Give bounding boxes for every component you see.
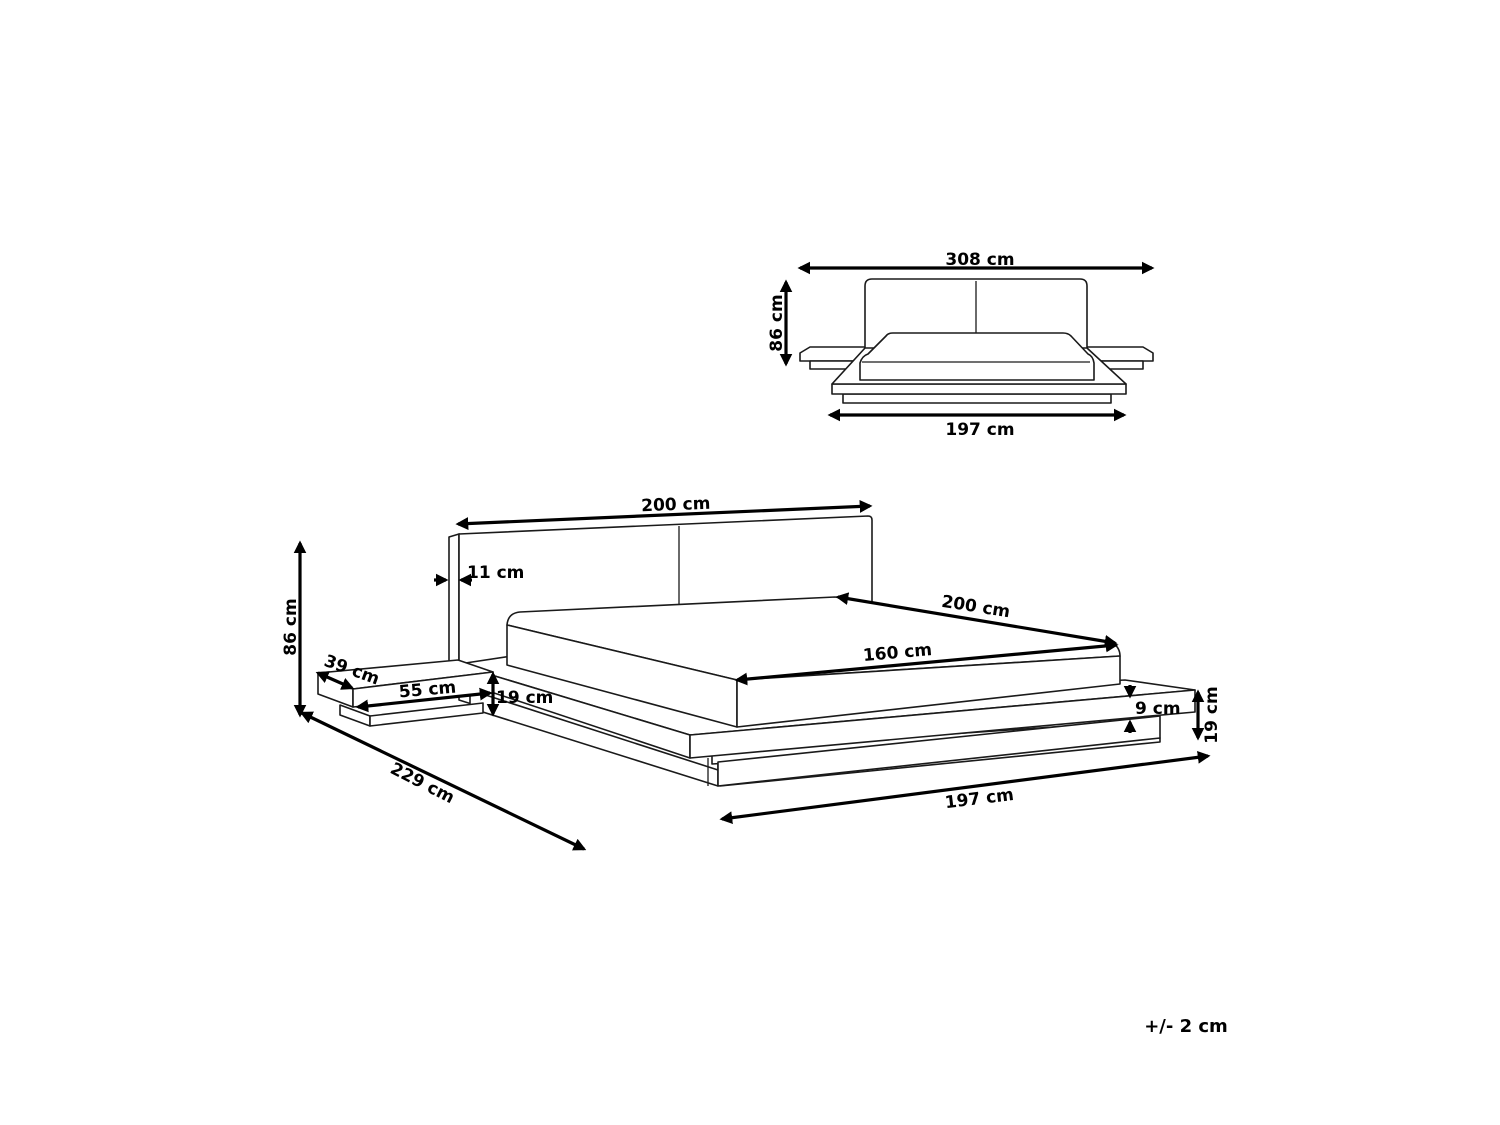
platform-height-19-label: 19 cm bbox=[1202, 686, 1222, 743]
headboard-width-200-arrow bbox=[455, 500, 873, 530]
front-platform bbox=[831, 383, 1127, 395]
headboard-thickness-label: 11 cm bbox=[467, 563, 524, 583]
front-width-308-label: 308 cm bbox=[945, 250, 1014, 270]
front-view: 308 cm 86 cm 197 cm bbox=[767, 250, 1155, 440]
headboard-width-200-label: 200 cm bbox=[641, 494, 711, 516]
depth-229-arrow bbox=[299, 711, 587, 851]
bed-length-200-arrow bbox=[835, 592, 1118, 648]
total-height-86-label: 86 cm bbox=[281, 598, 301, 655]
nightstand-drawer-front bbox=[369, 702, 484, 727]
perspective-view: 200 cm 11 cm 86 cm 229 cm 197 cm 200 cm … bbox=[281, 494, 1222, 851]
nightstand-drawer bbox=[339, 704, 371, 727]
front-mattress bbox=[859, 332, 1095, 381]
headboard-side bbox=[448, 533, 460, 665]
width-197-arrow bbox=[719, 750, 1211, 825]
nightstand-width-55-arrow bbox=[355, 687, 493, 713]
platform-step-label: 9 cm bbox=[1135, 699, 1181, 719]
tolerance-note: +/- 2 cm bbox=[1144, 1016, 1228, 1037]
nightstand-depth-39-arrow bbox=[315, 671, 355, 690]
nightstand-width-55-label: 55 cm bbox=[398, 678, 457, 703]
mattress-width-160-arrow bbox=[734, 639, 1119, 686]
front-base-197-label: 197 cm bbox=[945, 420, 1014, 440]
nightstand-height-19-label: 19 cm bbox=[496, 688, 553, 708]
front-height-86-label: 86 cm bbox=[767, 294, 787, 351]
front-platform-base bbox=[842, 393, 1112, 404]
